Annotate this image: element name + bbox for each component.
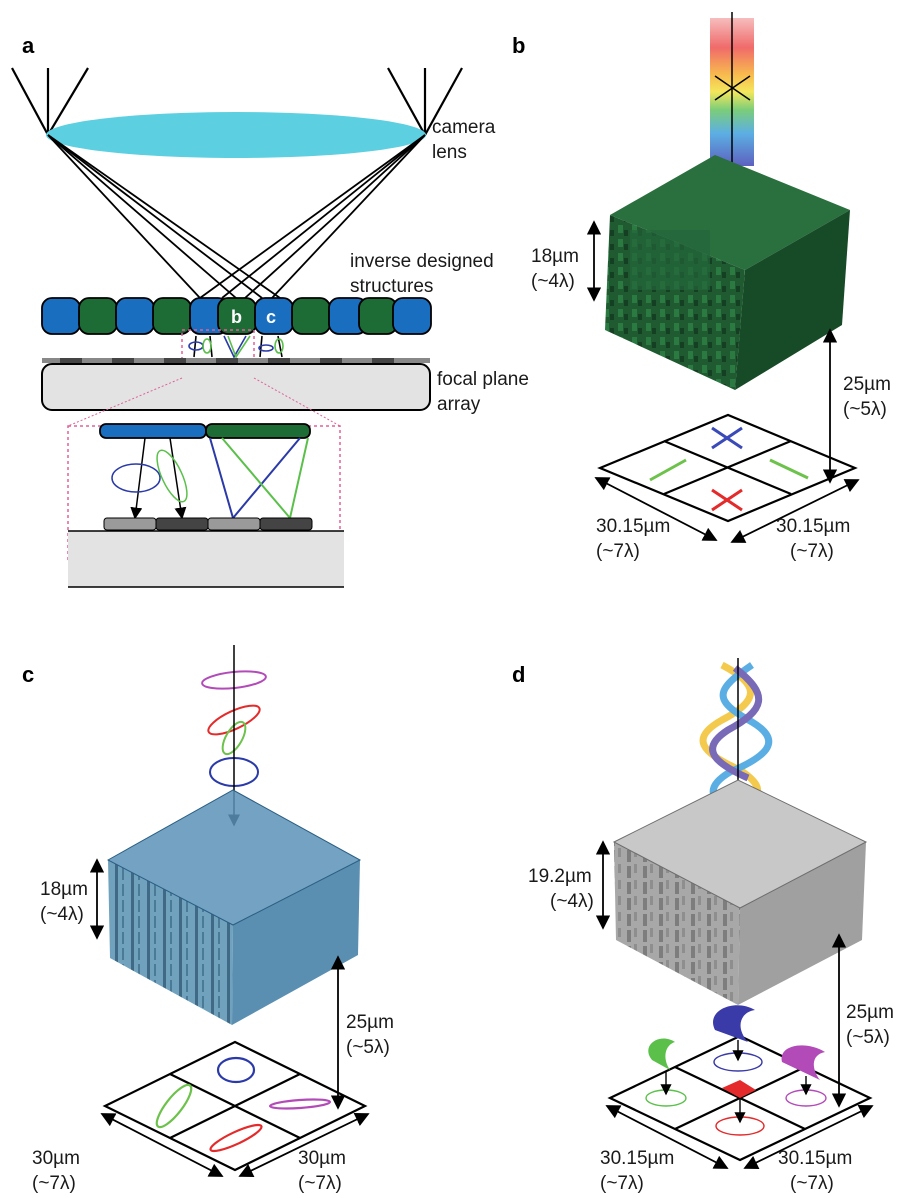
d-width-right-line2: (~7λ) bbox=[790, 1173, 834, 1194]
b-height-line1: 18µm bbox=[531, 246, 579, 267]
d-gap-line1: 25µm bbox=[846, 1002, 894, 1023]
structures-label-line1: inverse designed bbox=[350, 251, 494, 272]
vortex-markers bbox=[648, 1005, 825, 1098]
b-width-right-line2: (~7λ) bbox=[790, 541, 834, 562]
fpa-label-line1: focal plane bbox=[437, 369, 529, 390]
blue-cube bbox=[106, 789, 362, 1025]
panel-a: a camera lens inverse designed structure… bbox=[11, 33, 529, 588]
d-height-line1: 19.2µm bbox=[528, 866, 592, 887]
d-width-left-line2: (~7λ) bbox=[600, 1173, 644, 1194]
panel-d: d 19.2µm (~4λ) 25µm (~5λ) bbox=[512, 658, 894, 1194]
b-width-right-line1: 30.15µm bbox=[776, 516, 850, 537]
d-height-line2: (~4λ) bbox=[550, 891, 594, 912]
detector-strip bbox=[42, 358, 430, 363]
lens-label-line1: camera bbox=[432, 117, 496, 138]
b-height-line2: (~4λ) bbox=[531, 271, 575, 292]
structure-pixel-row bbox=[41, 297, 432, 335]
pixel-c-label: c bbox=[266, 307, 276, 327]
gray-cube bbox=[612, 779, 868, 1005]
c-gap-line2: (~5λ) bbox=[346, 1037, 390, 1058]
b-width-left-line1: 30.15µm bbox=[596, 516, 670, 537]
c-height-line2: (~4λ) bbox=[40, 904, 84, 925]
b-gap-line1: 25µm bbox=[843, 374, 891, 395]
c-width-left-line2: (~7λ) bbox=[32, 1173, 76, 1194]
c-width-right-line2: (~7λ) bbox=[298, 1173, 342, 1194]
zoom-inset bbox=[67, 423, 344, 588]
pixel-b-label: b bbox=[231, 307, 242, 327]
focal-plane-array bbox=[41, 363, 431, 411]
panel-c: c 18µm (~4λ) 25µm (~5λ) bbox=[22, 645, 394, 1194]
panel-a-label: a bbox=[22, 33, 35, 58]
b-gap-line2: (~5λ) bbox=[843, 399, 887, 420]
converging-rays bbox=[47, 134, 426, 299]
camera-lens bbox=[46, 112, 426, 158]
fpa-label-line2: array bbox=[437, 394, 481, 415]
d-gap-line2: (~5λ) bbox=[846, 1027, 890, 1048]
b-width-left-line2: (~7λ) bbox=[596, 541, 640, 562]
c-width-left-line1: 30µm bbox=[32, 1148, 80, 1169]
d-width-right-line1: 30.15µm bbox=[778, 1148, 852, 1169]
green-cube bbox=[605, 155, 850, 390]
panel-b: b 18µm (~4λ) 25µm (~5λ) bbox=[512, 12, 891, 562]
detector-grid bbox=[597, 413, 858, 523]
c-gap-line1: 25µm bbox=[346, 1012, 394, 1033]
panel-b-label: b bbox=[512, 33, 525, 58]
c-width-right-line1: 30µm bbox=[298, 1148, 346, 1169]
d-width-left-line1: 30.15µm bbox=[600, 1148, 674, 1169]
panel-c-label: c bbox=[22, 662, 34, 687]
c-height-line1: 18µm bbox=[40, 879, 88, 900]
panel-d-label: d bbox=[512, 662, 525, 687]
structures-label-line2: structures bbox=[350, 276, 433, 297]
lens-label-line2: lens bbox=[432, 142, 467, 163]
pixel-rays bbox=[188, 335, 284, 359]
incoming-rays bbox=[11, 67, 463, 136]
detector-polarizations-c bbox=[155, 1056, 332, 1153]
